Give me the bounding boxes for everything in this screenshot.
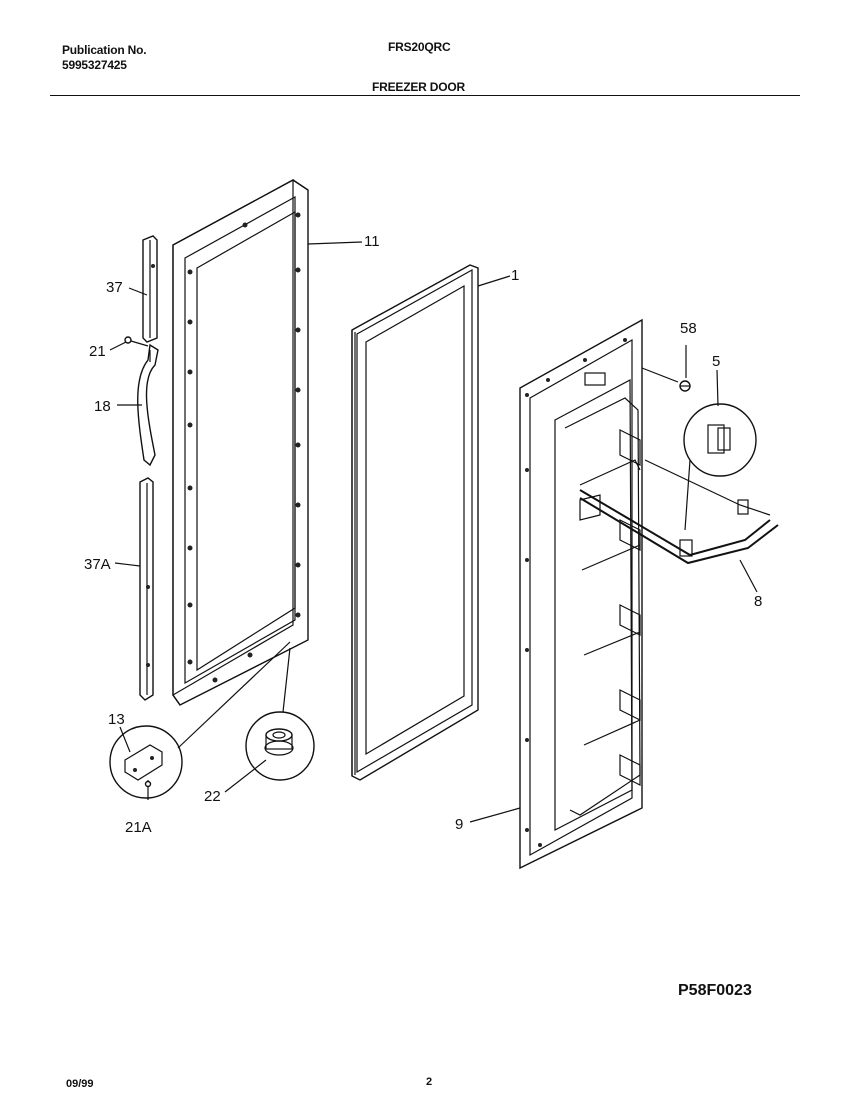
callout-22: 22 xyxy=(204,788,221,805)
callout-labels: 11 1 37 21 18 37A 58 5 8 13 22 21A 9 xyxy=(84,233,762,836)
callout-37a: 37A xyxy=(84,556,111,573)
publication-label: Publication No. xyxy=(62,43,147,57)
page-number: 2 xyxy=(426,1076,433,1088)
section-title: FREEZER DOOR xyxy=(372,80,465,94)
callout-8: 8 xyxy=(754,593,762,610)
callout-37: 37 xyxy=(106,279,123,296)
callout-18: 18 xyxy=(94,398,111,415)
handle-trim-part-37a xyxy=(139,477,154,701)
callout-21a: 21A xyxy=(125,819,152,836)
callout-9: 9 xyxy=(455,816,463,833)
clip-part-5 xyxy=(683,403,757,531)
callout-5: 5 xyxy=(712,353,720,370)
bushing-part-22 xyxy=(245,647,315,781)
inner-liner-part-9 xyxy=(519,318,643,870)
diagram-code: P58F0023 xyxy=(678,982,752,999)
callout-1: 1 xyxy=(511,267,519,284)
callout-58: 58 xyxy=(680,320,697,337)
shelf-bar-part-8 xyxy=(579,459,779,565)
callout-21: 21 xyxy=(89,343,106,360)
leader-lines xyxy=(109,241,758,823)
model-number: FRS20QRC xyxy=(388,40,451,54)
header-rule xyxy=(50,95,800,96)
footer-date: 09/99 xyxy=(66,1078,94,1090)
handle-part-18 xyxy=(137,343,159,467)
screw-part-21 xyxy=(124,336,149,347)
hinge-bracket-part-13 xyxy=(109,641,291,800)
callout-13: 13 xyxy=(108,711,125,728)
callout-11: 11 xyxy=(364,233,380,250)
publication-number: 5995327425 xyxy=(62,58,127,72)
screw-part-58 xyxy=(641,345,691,392)
gasket-frame-part-11 xyxy=(172,178,309,706)
door-panel-part-1 xyxy=(351,264,479,781)
handle-trim-part-37 xyxy=(142,235,158,343)
